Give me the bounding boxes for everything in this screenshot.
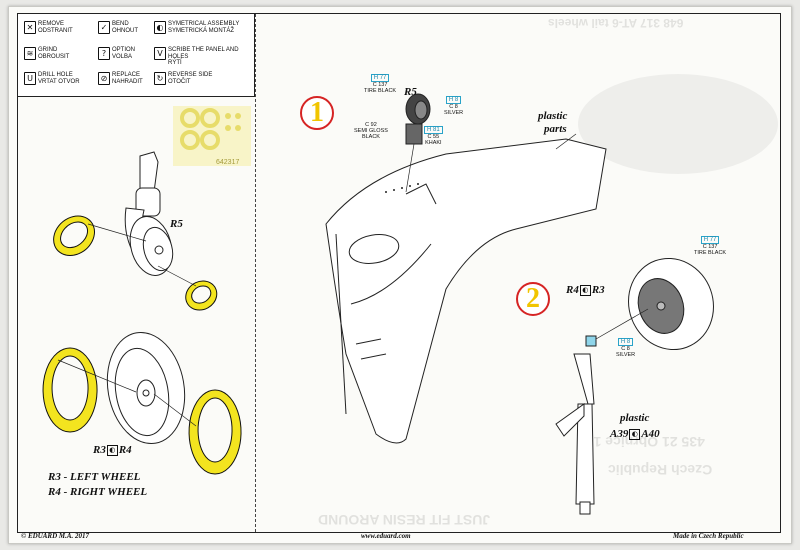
replace-icon: ⊘ bbox=[98, 72, 110, 85]
guide-line bbox=[87, 223, 147, 242]
mask-fret bbox=[173, 106, 251, 166]
step1-part-label: R5 bbox=[404, 86, 417, 98]
right-wheel-note: R4 - RIGHT WHEEL bbox=[48, 486, 148, 498]
strut-pair-label: A39◐A40 bbox=[610, 428, 660, 440]
option-icon: ? bbox=[98, 47, 110, 60]
footer-origin: Made in Czech Republic bbox=[673, 532, 744, 540]
footer-website: www.eduard.com bbox=[361, 532, 411, 540]
yellow-mask-rings bbox=[53, 215, 218, 311]
symmetrical-icon: ◐ bbox=[106, 444, 118, 456]
yellow-mask-rings bbox=[42, 347, 242, 475]
bleed-through-block bbox=[578, 74, 778, 174]
guide-line bbox=[555, 133, 577, 150]
guide-line bbox=[153, 393, 197, 427]
wheel-pair-label: R3◐R4 bbox=[93, 444, 132, 456]
grind-icon: ≋ bbox=[24, 47, 36, 60]
symmetrical-icon: ◐ bbox=[154, 21, 166, 34]
fuselage-tail bbox=[325, 138, 607, 444]
guide-line bbox=[595, 308, 649, 340]
step1-tail-wheel bbox=[405, 93, 431, 145]
symmetrical-icon: ◐ bbox=[579, 284, 591, 296]
step2-strut bbox=[555, 335, 597, 515]
fuselage-rivets bbox=[385, 183, 419, 193]
guide-line bbox=[405, 143, 415, 193]
plastic-label: plastic bbox=[620, 412, 650, 424]
step-1-marker: 1 bbox=[300, 96, 334, 130]
plastic-parts-label-1: plastic bbox=[538, 110, 568, 122]
panel-divider bbox=[255, 14, 256, 532]
bend-icon: ✓ bbox=[98, 21, 110, 34]
left-panel-drawing bbox=[42, 106, 251, 475]
right-panel-drawing bbox=[325, 93, 714, 515]
guide-line bbox=[57, 359, 137, 393]
drill-icon: U bbox=[24, 72, 36, 85]
symmetrical-icon: ◐ bbox=[629, 428, 641, 440]
main-wheel bbox=[106, 331, 186, 445]
step-2-marker: 2 bbox=[516, 282, 550, 316]
tail-wheel-assembly bbox=[124, 151, 174, 276]
pair-part-a: R3 bbox=[93, 444, 106, 456]
step2-main-wheel bbox=[628, 257, 714, 351]
cross-out-icon: ✕ bbox=[24, 21, 36, 34]
reverse-icon: ↻ bbox=[154, 72, 166, 85]
plastic-parts-label-2: parts bbox=[544, 123, 567, 135]
instruction-sheet: 648 317 AT-6 tail wheels 435 21 Obrnice … bbox=[8, 6, 792, 544]
sheet-code: 642317 bbox=[216, 159, 240, 166]
footer-copyright: © EDUARD M.A. 2017 bbox=[21, 532, 90, 540]
instruction-frame: 648 317 AT-6 tail wheels 435 21 Obrnice … bbox=[17, 13, 781, 533]
scribe-icon: V bbox=[154, 47, 166, 60]
pair-part-b: R4 bbox=[118, 444, 132, 456]
part-label-r5: R5 bbox=[170, 218, 183, 230]
guide-line bbox=[157, 265, 197, 287]
step2-wheel-pair: R4◐R3 bbox=[566, 284, 605, 296]
left-wheel-note: R3 - LEFT WHEEL bbox=[48, 471, 141, 483]
